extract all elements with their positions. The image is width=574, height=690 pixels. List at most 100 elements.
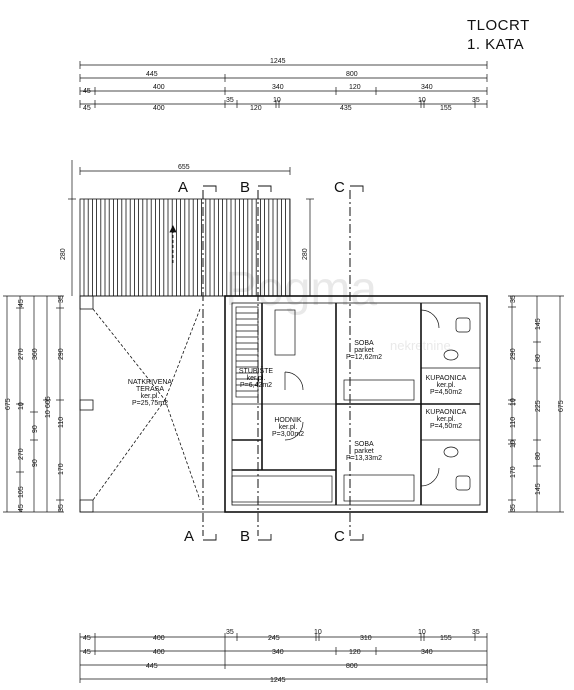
dim-label: 145 xyxy=(535,318,542,330)
dim-label: 1245 xyxy=(270,58,286,65)
dim-label: 280 xyxy=(60,248,67,260)
room-name: KUPAONICA xyxy=(426,375,467,382)
section-label-c-top: C xyxy=(334,179,345,196)
dim-label: 655 xyxy=(178,164,190,171)
dim-label: 170 xyxy=(58,463,65,475)
dim-label: 360 xyxy=(32,348,39,360)
dim-label: 80 xyxy=(535,452,542,460)
dim-label: 10 xyxy=(18,402,25,410)
dim-label: 675 xyxy=(558,400,565,412)
dim-label: 280 xyxy=(302,248,309,260)
dim-label: 400 xyxy=(153,649,165,656)
dim-label: 45 xyxy=(83,635,91,642)
dim-label: 270 xyxy=(18,348,25,360)
room-floor: ker.pl. xyxy=(141,393,160,400)
dim-label: 120 xyxy=(349,84,361,91)
section-label-b-bottom: B xyxy=(240,528,250,545)
dim-label: 10 xyxy=(510,440,517,448)
room-name: STUBIŠTE xyxy=(239,366,274,375)
dim-label: 35 xyxy=(58,504,65,512)
room-bathroom-1: KUPAONICA ker.pl. P=4,50m2 xyxy=(426,375,467,396)
dim-label: 675 xyxy=(5,398,12,410)
section-markers xyxy=(203,185,364,541)
dim-label: 445 xyxy=(146,663,158,670)
dim-label: 35 xyxy=(226,97,234,104)
dim-label: 145 xyxy=(535,483,542,495)
pergola-dimension xyxy=(79,167,314,296)
dim-label: 400 xyxy=(153,635,165,642)
dim-label: 155 xyxy=(440,105,452,112)
room-floor: ker.pl. xyxy=(437,416,456,423)
bottom-dimension-labels: 45 400 35 245 10 310 10 155 35 45 400 34… xyxy=(83,629,480,684)
dim-label: 35 xyxy=(472,629,480,636)
room-area: P=6,42m2 xyxy=(240,382,272,389)
top-dimension-chain xyxy=(79,61,488,108)
room-terrace: NATKRIVENA TERASA ker.pl. P=25,75m2 xyxy=(128,379,173,407)
dim-label: 10 xyxy=(510,398,517,406)
dim-label: 155 xyxy=(440,635,452,642)
right-dimension-labels: 35 290 10 110 10 170 35 145 80 225 80 14… xyxy=(510,295,565,512)
room-hallway: HODNIK ker.pl. P=3,00m2 xyxy=(272,417,304,438)
dim-label: 800 xyxy=(346,663,358,670)
dim-label: 110 xyxy=(510,417,517,428)
top-dimension-labels: 1245 445 800 45 400 340 120 340 45 400 3… xyxy=(83,58,480,112)
dim-label: 290 xyxy=(510,348,517,360)
room-name: KUPAONICA xyxy=(426,409,467,416)
dim-label: 35 xyxy=(510,295,517,303)
dim-label: 225 xyxy=(535,400,542,412)
dim-label: 245 xyxy=(268,635,280,642)
room-name: SOBA xyxy=(354,340,374,347)
dim-label: 340 xyxy=(272,649,284,656)
section-lines xyxy=(202,190,351,536)
dim-label: 110 xyxy=(58,417,65,428)
dim-label: 45 xyxy=(83,649,91,656)
room-area: P=4,50m2 xyxy=(430,389,462,396)
room-bedroom-1: SOBA parket P=12,62m2 xyxy=(346,340,382,361)
dim-label: 10 xyxy=(45,410,52,418)
bottom-dimension-chain xyxy=(79,633,488,683)
dim-label: 105 xyxy=(18,486,25,498)
room-bedroom-2: SOBA parket P=13,33m2 xyxy=(346,441,382,462)
dim-label: 45 xyxy=(18,504,25,512)
dim-label: 35 xyxy=(58,295,65,303)
dim-label: 310 xyxy=(360,635,372,642)
room-area: P=13,33m2 xyxy=(346,455,382,462)
dim-label: 90 xyxy=(32,425,39,433)
dim-label: 10 xyxy=(273,97,281,104)
dim-label: 35 xyxy=(472,97,480,104)
dim-label: 45 xyxy=(83,105,91,112)
dim-label: 400 xyxy=(153,105,165,112)
dim-label: 445 xyxy=(146,71,158,78)
room-name: TERASA xyxy=(136,386,164,393)
room-name: NATKRIVENA xyxy=(128,379,173,386)
dim-label: 400 xyxy=(153,84,165,91)
section-label-a-top: A xyxy=(178,179,188,196)
fixtures xyxy=(231,309,471,503)
dim-label: 80 xyxy=(535,354,542,362)
staircase xyxy=(235,306,259,398)
dim-label: 120 xyxy=(250,105,262,112)
room-area: P=25,75m2 xyxy=(132,400,168,407)
room-area: P=12,62m2 xyxy=(346,354,382,361)
dim-label: 1245 xyxy=(270,677,286,684)
room-area: P=4,50m2 xyxy=(430,423,462,430)
room-area: P=3,00m2 xyxy=(272,431,304,438)
dim-label: 10 xyxy=(418,97,426,104)
room-stairwell: STUBIŠTE ker.pl. P=6,42m2 xyxy=(239,366,274,389)
watermark: Pogma nekretnine xyxy=(225,263,451,353)
dim-label: 270 xyxy=(18,448,25,460)
dim-label: 10 xyxy=(418,629,426,636)
left-dimension-chain xyxy=(3,160,76,513)
dim-label: 340 xyxy=(421,84,433,91)
dim-label: 290 xyxy=(58,348,65,360)
dim-label: 170 xyxy=(510,466,517,478)
plan-title: TLOCRT 1. KATA xyxy=(467,17,530,53)
dim-label: 45 xyxy=(18,299,25,307)
left-dimension-labels: 675 45 270 10 270 105 45 360 90 90 10 35… xyxy=(5,248,67,512)
room-floor: parket xyxy=(354,448,374,455)
house-walls xyxy=(224,295,488,513)
dim-label: 45 xyxy=(83,88,91,95)
section-label-c-bottom: C xyxy=(334,528,345,545)
title-line-1: TLOCRT xyxy=(467,17,530,34)
